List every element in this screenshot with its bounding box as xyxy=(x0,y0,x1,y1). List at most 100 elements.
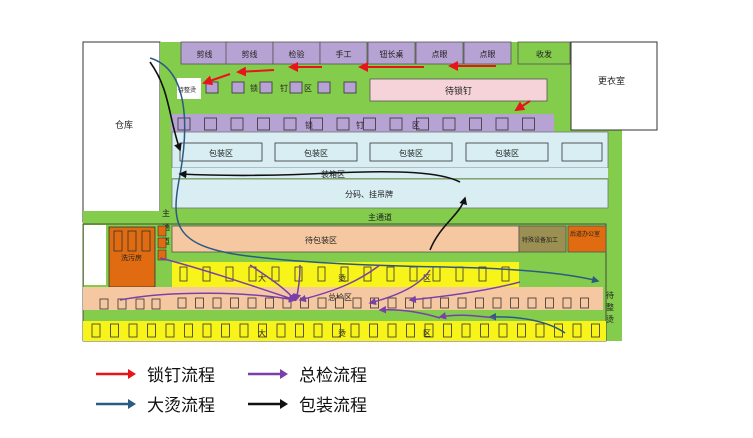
iron-lower-station xyxy=(313,323,323,338)
iron-lower-station xyxy=(165,323,175,338)
inspect-arrow-4 xyxy=(298,264,381,303)
wash-slot xyxy=(113,230,123,252)
iron-lower-station xyxy=(221,323,230,338)
inspect-arrow-3 xyxy=(293,264,302,302)
legend-locknail-arrow xyxy=(96,368,136,379)
station-8 xyxy=(517,41,571,65)
station-label-1: 剪线 xyxy=(197,49,213,59)
legend-pack-arrow xyxy=(248,398,288,409)
locknail-row2-station xyxy=(469,117,482,131)
legend-iron-text: 大烫流程 xyxy=(147,396,215,416)
iron-arrow-1 xyxy=(149,57,600,284)
iron-lower-station xyxy=(406,323,415,338)
locknail-row1-station xyxy=(343,81,357,94)
station-label-7: 点眼 xyxy=(480,50,496,59)
iron-lower-stations xyxy=(91,323,600,338)
iron-upper-station xyxy=(501,266,510,282)
iron-upper-station xyxy=(294,266,303,282)
iron-lower-char-1: 大 xyxy=(258,328,266,338)
inspect-arrow-8 xyxy=(378,305,441,319)
iron-upper-station xyxy=(271,266,280,282)
wash-room-stripes xyxy=(113,230,151,252)
iron-upper-station xyxy=(432,266,441,282)
inspect-arrow-5 xyxy=(368,269,431,306)
iron-lower-station xyxy=(443,323,452,338)
legend-locknail-text: 锁钉流程 xyxy=(147,366,215,386)
station-label-2: 剪线 xyxy=(242,49,258,59)
wait-locknail-label: 待锁钉 xyxy=(445,85,472,97)
packing-unit-4 xyxy=(465,142,549,162)
wait-iron-right-3: 烫 xyxy=(606,314,614,324)
inspect-station xyxy=(440,297,449,309)
iron-upper-char-1: 大 xyxy=(258,273,266,283)
iron-upper-station xyxy=(409,266,418,282)
station-5 xyxy=(367,41,416,65)
inspect-stations xyxy=(99,297,589,310)
iron-lower-station xyxy=(184,323,193,338)
locknail-row1-station xyxy=(231,81,245,94)
boxing-label: 装箱区 xyxy=(321,169,345,179)
iron-lower-station xyxy=(387,323,397,338)
locknail-row2-station xyxy=(442,117,456,131)
iron-lower-char-2: 烫 xyxy=(338,328,346,338)
inspect-station xyxy=(475,297,484,309)
boxing-area xyxy=(172,168,608,178)
inspect-station xyxy=(177,297,187,309)
iron-lower-station xyxy=(461,323,471,338)
iron-lower-station xyxy=(591,323,600,338)
iron-lower-station xyxy=(295,323,304,338)
lower-white xyxy=(84,225,106,285)
inspect-station xyxy=(352,297,362,309)
top-station-row: 剪线剪线检验手工钮长桌点眼点眼收发 xyxy=(180,41,571,65)
iron-arrow-2 xyxy=(488,313,566,334)
pack-arrow-3 xyxy=(178,170,461,183)
packing-unit-5 xyxy=(561,142,603,162)
iron-upper-char-3: 区 xyxy=(423,274,431,283)
inspect-station xyxy=(580,297,589,309)
locknail-row2-char-3: 区 xyxy=(412,121,420,130)
station-7 xyxy=(463,41,512,65)
warehouse-area xyxy=(82,41,161,223)
inspect-station xyxy=(387,297,397,309)
inspect-station xyxy=(510,297,519,309)
iron-lower-station xyxy=(276,323,286,338)
iron-lower-station xyxy=(110,323,119,338)
pack-arrow-2 xyxy=(429,196,468,251)
locknail-row2-char-2: 钉 xyxy=(356,120,364,130)
locknail-arrow-6 xyxy=(514,100,531,112)
iron-upper-station xyxy=(478,266,487,282)
wash-slot xyxy=(127,230,137,252)
legend-inspect-arrow xyxy=(248,368,288,379)
wait-pack-label: 待包装区 xyxy=(305,235,337,245)
floor-green-right xyxy=(600,256,622,338)
iron-lower-station xyxy=(498,323,508,338)
iron-upper-station xyxy=(225,266,234,282)
station-label-3: 检验 xyxy=(289,49,305,59)
station-6 xyxy=(415,41,464,65)
packing-label-4: 包装区 xyxy=(495,148,519,158)
locknail-row1-station xyxy=(289,81,303,94)
sort-hang-area xyxy=(171,178,609,209)
back-office-area xyxy=(567,225,607,253)
iron-upper-station xyxy=(179,266,188,282)
legend-inspect: 总检流程 xyxy=(247,361,367,386)
pack-flow xyxy=(149,61,468,251)
wash-room-label: 洗污房 xyxy=(121,253,142,262)
inspect-station xyxy=(265,297,274,309)
locknail-row1-char-2: 钉 xyxy=(280,83,288,93)
inspect-station xyxy=(527,297,537,309)
locknail-row1-station xyxy=(317,81,331,94)
wait-iron-box xyxy=(177,78,201,99)
wash-side-slot xyxy=(157,225,167,237)
pack-arrow-1 xyxy=(149,61,182,152)
iron-lower-station xyxy=(535,323,545,338)
locknail-row2-station xyxy=(363,117,376,131)
warehouse-label: 仓库 xyxy=(115,119,133,131)
packing-label-1: 包装区 xyxy=(209,148,233,158)
locknail-row1-station xyxy=(205,81,219,94)
legend-pack: 包装流程 xyxy=(247,391,367,416)
iron-lower-station xyxy=(91,323,101,338)
main-aisle-v-1: 主 xyxy=(162,208,170,218)
locknail-row2-station xyxy=(336,117,350,131)
